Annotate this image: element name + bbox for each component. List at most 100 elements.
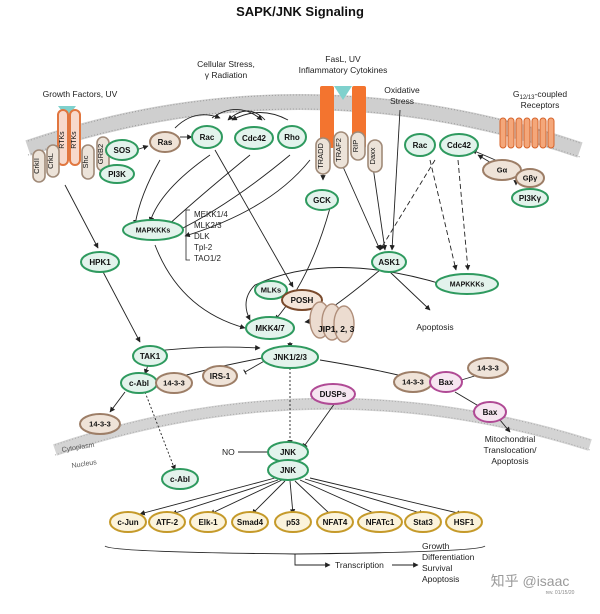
pi3kg-node: PI3Kγ — [511, 188, 549, 208]
mapkkk-list: MEKK1/4 MLK2/3 DLK Tpl-2 TAO1/2 — [185, 209, 228, 263]
gbeta-node: Gβγ — [515, 168, 545, 188]
svg-text:RIP: RIP — [351, 140, 360, 153]
svg-text:TRADD: TRADD — [316, 143, 325, 169]
dusps-node-label: DUSPs — [320, 390, 347, 399]
bax-node: Bax — [429, 371, 463, 393]
jnk-b-node: JNK — [267, 459, 309, 481]
rac2-node-label: Rac — [413, 141, 428, 150]
rho-node-label: Rho — [284, 133, 300, 142]
posh-node: POSH — [281, 289, 323, 311]
p1433c-node-label: 14-3-3 — [402, 378, 424, 387]
svg-text:Shc: Shc — [81, 155, 90, 168]
stimulus-fasl-2: Inflammatory Cytokines — [299, 65, 388, 75]
revision-code: rev. 01/15/20 — [546, 590, 575, 596]
adapter-proteins: CrkII CrkL Shc GRB2 — [32, 136, 110, 183]
bax2-node-label: Bax — [483, 408, 498, 417]
rac2-node: Rac — [404, 133, 436, 157]
tf-label: NFAT4 — [323, 518, 348, 527]
mapkkks2-node: MAPKKKs — [435, 273, 499, 295]
mkk47-node-label: MKK4/7 — [255, 324, 285, 333]
cdc42-node: Cdc42 — [234, 126, 274, 150]
tf-label: Smad4 — [237, 518, 264, 527]
cabl-node: c-Abl — [120, 372, 158, 394]
cdc42b-node: Cdc42 — [439, 133, 479, 157]
svg-text:DLK: DLK — [194, 232, 210, 241]
mlks-node: MLKs — [254, 280, 288, 300]
p1433b-node-label: 14-3-3 — [89, 420, 111, 429]
svg-text:GRB2: GRB2 — [96, 144, 105, 164]
stimulus-stress-1: Cellular Stress, — [197, 59, 255, 69]
result-1: Growth — [422, 541, 450, 551]
svg-text:CrkII: CrkII — [32, 158, 41, 174]
sos-node: SOS — [105, 139, 139, 161]
svg-text:RTKs: RTKs — [71, 131, 78, 149]
stimulus-gpcr: G12/13-coupled — [513, 89, 568, 101]
stimulus-gpcr-2: Receptors — [521, 100, 560, 110]
svg-text:TRAF2: TRAF2 — [334, 138, 343, 162]
hpk1-node-label: HPK1 — [89, 258, 111, 267]
jnk-a-node-label: JNK — [280, 448, 296, 457]
svg-text:CrkL: CrkL — [46, 153, 55, 169]
jnk-a-node: JNK — [267, 441, 309, 463]
ask1-node: ASK1 — [371, 251, 407, 273]
tf-label: ATF-2 — [156, 518, 179, 527]
gpcr-receptor — [499, 117, 555, 149]
ask1-node-label: ASK1 — [378, 258, 400, 267]
svg-text:Daxx: Daxx — [368, 147, 377, 164]
tf-node: c-Jun — [109, 511, 147, 533]
p1433d-node-label: 14-3-3 — [477, 364, 499, 373]
tf-label: NFATc1 — [366, 518, 395, 527]
gbeta-node-label: Gβγ — [523, 174, 538, 183]
result-2: Differentiation — [422, 552, 475, 562]
stimulus-stress-2: γ Radiation — [205, 70, 248, 80]
tf-node: p53 — [274, 511, 312, 533]
ras-node-label: Ras — [158, 138, 173, 147]
svg-text:RTKs: RTKs — [59, 131, 66, 149]
apoptosis-label: Apoptosis — [416, 322, 453, 332]
jnk123-node-label: JNK1/2/3 — [273, 353, 307, 362]
mapkkks-node-label: MAPKKKs — [136, 227, 171, 234]
stimulus-growth-factors: Growth Factors, UV — [43, 89, 118, 99]
result-4: Apoptosis — [422, 574, 459, 584]
tf-label: HSF1 — [454, 518, 475, 527]
tf-label: Elk-1 — [198, 518, 218, 527]
svg-text:TAO1/2: TAO1/2 — [194, 254, 222, 263]
p1433d-node: 14-3-3 — [467, 357, 509, 379]
p1433a-node-label: 14-3-3 — [163, 379, 185, 388]
bax2-node: Bax — [473, 401, 507, 423]
tf-label: p53 — [286, 518, 300, 527]
no-label: NO — [222, 447, 235, 457]
jnk-b-node-label: JNK — [280, 466, 296, 475]
gck-node: GCK — [305, 189, 339, 211]
posh-node-label: POSH — [291, 296, 314, 305]
tf-node: NFATc1 — [357, 511, 403, 533]
svg-text:MLK2/3: MLK2/3 — [194, 221, 222, 230]
stimulus-oxidative-2: Stress — [390, 96, 414, 106]
tf-node: Elk-1 — [189, 511, 227, 533]
pi3k-node: PI3K — [99, 164, 135, 184]
jip-label: JIP1, 2, 3 — [318, 324, 355, 334]
nucleus-label: Nucleus — [71, 459, 98, 470]
tf-label: Stat3 — [413, 518, 433, 527]
tak1-node: TAK1 — [132, 345, 168, 367]
cdc42-node-label: Cdc42 — [242, 134, 267, 143]
mapkkks2-node-label: MAPKKKs — [450, 281, 485, 288]
tf-label: c-Jun — [117, 518, 138, 527]
rtk-receptor: RTKs RTKs — [57, 109, 81, 166]
galpha-node: Gα — [482, 159, 522, 181]
ras-node: Ras — [149, 131, 181, 153]
rho-node: Rho — [277, 125, 307, 149]
tf-node: HSF1 — [445, 511, 483, 533]
cdc42b-node-label: Cdc42 — [447, 141, 472, 150]
tf-node: Stat3 — [404, 511, 442, 533]
mito-label-3: Apoptosis — [491, 456, 528, 466]
stimulus-oxidative-1: Oxidative — [384, 85, 420, 95]
rac-node-label: Rac — [200, 133, 215, 142]
tf-node: ATF-2 — [148, 511, 186, 533]
p1433b-node: 14-3-3 — [79, 413, 121, 435]
mito-label-2: Translocation/ — [483, 445, 537, 455]
tf-node: Smad4 — [231, 511, 269, 533]
p1433c-node: 14-3-3 — [393, 371, 433, 393]
result-3: Survival — [422, 563, 452, 573]
